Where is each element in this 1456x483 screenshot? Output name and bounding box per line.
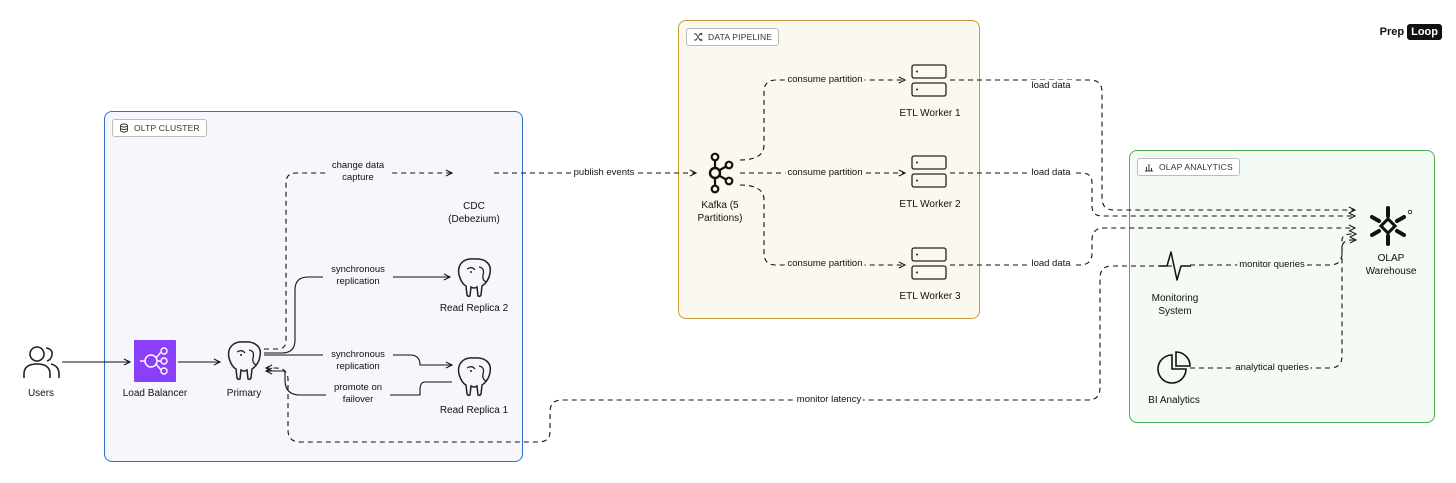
olap-analytics-group: OLAP ANALYTICS (1129, 150, 1435, 423)
etl1-label: ETL Worker 1 (899, 108, 961, 119)
replica2-label: Read Replica 2 (439, 302, 509, 315)
etl2-label: ETL Worker 2 (899, 199, 961, 210)
etl3-server-icon[interactable] (911, 247, 947, 281)
edge-label-monitor-latency: monitor latency (794, 394, 864, 406)
monitoring-text: Monitoring System (1151, 293, 1199, 317)
kafka-label: Kafka (5 Partitions) (690, 199, 750, 225)
replica1-label: Read Replica 1 (439, 404, 509, 417)
edge-label-cdc-text: change data capture (331, 160, 385, 183)
edge-label-sync1: synchronous replication (323, 349, 393, 373)
brand-prep: Prep (1379, 26, 1405, 38)
edge-consume-1 (739, 80, 905, 161)
bar-chart-icon (1145, 164, 1153, 172)
edge-cdc (264, 173, 452, 350)
edge-label-cdc: change data capture (326, 160, 390, 184)
primary-db-icon[interactable] (222, 338, 266, 382)
edge-label-consume3: consume partition (785, 258, 865, 270)
edge-label-sync1-text: synchronous replication (331, 349, 385, 372)
shuffle-icon (694, 32, 703, 42)
olap-warehouse-label: OLAP Warehouse (1361, 252, 1421, 278)
cdc-label-line2: (Debezium) (448, 214, 500, 225)
brand-logo: Prep Loop (1380, 24, 1442, 40)
edge-label-promote: promote on failover (326, 382, 390, 406)
edge-label-load2: load data (1029, 167, 1073, 179)
replica2-text: Read Replica 2 (439, 303, 509, 314)
snowflake-icon[interactable] (1366, 204, 1414, 248)
edge-label-sync2: synchronous replication (323, 264, 393, 288)
olap-warehouse-text: OLAP Warehouse (1365, 253, 1417, 277)
edge-label-load3: load data (1029, 258, 1073, 270)
edge-load-1 (950, 79, 1355, 210)
edge-label-monitor-queries: monitor queries (1237, 259, 1307, 271)
monitoring-label: Monitoring System (1135, 292, 1215, 318)
edge-label-consume2: consume partition (785, 167, 865, 179)
users-label: Users (27, 388, 55, 399)
etl1-server-icon[interactable] (911, 64, 947, 98)
oltp-cluster-group: OLTP CLUSTER (104, 111, 523, 462)
bi-label: BI Analytics (1148, 395, 1200, 406)
etl3-label: ETL Worker 3 (899, 291, 961, 302)
edge-sync-replica2 (264, 277, 450, 354)
edge-label-publish: publish events (571, 167, 637, 179)
load-balancer-label: Load Balancer (120, 387, 190, 400)
etl2-server-icon[interactable] (911, 155, 947, 189)
oltp-cluster-label: OLTP CLUSTER (112, 119, 207, 137)
edge-label-load1: load data (1029, 80, 1073, 92)
replica1-db-icon[interactable] (452, 354, 496, 398)
edge-label-promote-text: promote on failover (333, 382, 383, 405)
edge-consume-3 (739, 184, 905, 265)
replica2-db-icon[interactable] (452, 255, 496, 299)
load-balancer-text: Load Balancer (122, 388, 188, 399)
kafka-icon[interactable] (703, 152, 735, 194)
edge-label-consume1: consume partition (785, 74, 865, 86)
olap-analytics-title: OLAP ANALYTICS (1159, 162, 1233, 172)
users-icon[interactable] (20, 344, 62, 380)
oltp-cluster-title: OLTP CLUSTER (134, 123, 200, 133)
brand-loop: Loop (1407, 24, 1442, 40)
kafka-text: Kafka (5 Partitions) (697, 200, 743, 224)
pulse-icon[interactable] (1157, 248, 1193, 284)
data-pipeline-title: DATA PIPELINE (708, 32, 773, 42)
replica1-text: Read Replica 1 (439, 405, 509, 416)
edge-monitor-latency (266, 265, 1172, 443)
edge-label-analytical: analytical queries (1233, 362, 1311, 374)
edge-load-2 (950, 172, 1355, 216)
edge-sync-replica1 (264, 354, 452, 365)
edge-load-3 (950, 228, 1355, 266)
edge-analytical (1190, 240, 1356, 369)
cdc-label-line1: CDC (463, 201, 485, 212)
primary-label: Primary (226, 388, 262, 399)
database-icon (120, 123, 128, 133)
edge-monitor-queries (1190, 234, 1356, 266)
pie-chart-icon[interactable] (1156, 350, 1194, 386)
cdc-label: CDC (Debezium) (448, 200, 500, 226)
load-balancer-icon[interactable] (134, 340, 176, 382)
data-pipeline-label: DATA PIPELINE (686, 28, 780, 46)
edge-label-sync2-text: synchronous replication (331, 264, 385, 287)
olap-analytics-label: OLAP ANALYTICS (1137, 158, 1240, 176)
